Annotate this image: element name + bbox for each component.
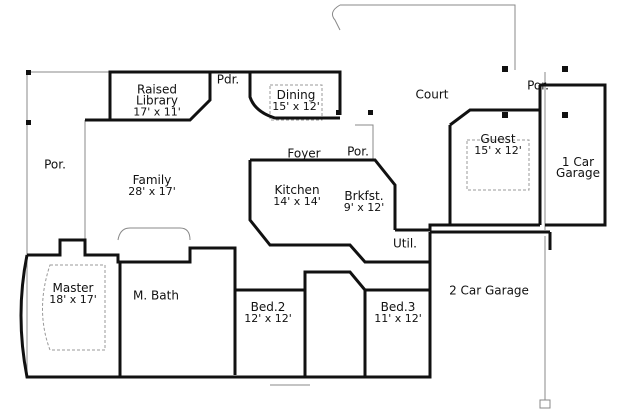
room-label-foyer: Foyer: [287, 146, 321, 161]
room-name: Brkfst.: [344, 189, 384, 203]
room-dims: 9' x 12': [343, 201, 385, 214]
room-label-bed2: Bed.2 12' x 12': [244, 300, 292, 325]
room-name: 1 Car: [561, 155, 595, 169]
room-label-master-bath: M. Bath: [133, 288, 179, 303]
room-name: Dining: [276, 88, 316, 102]
walls: [19, 70, 607, 379]
room-name: Raised: [136, 82, 178, 97]
room-label-kitchen: Kitchen 14' x 14': [273, 183, 321, 208]
room-name: Kitchen: [274, 183, 320, 197]
room-label-garage1: 1 Car Garage: [556, 155, 600, 180]
room-label-powder: Pdr.: [216, 72, 240, 87]
room-label-library: Raised Library 17' x 11': [133, 82, 181, 119]
room-label-breakfast: Brkfst. 9' x 12': [343, 189, 385, 214]
room-dims: 12' x 12': [244, 312, 292, 325]
room-dims: 15' x 12': [272, 100, 320, 113]
room-label-guest: Guest 15' x 12': [474, 132, 522, 157]
columns: [26, 66, 568, 125]
room-dims: 14' x 14': [273, 195, 321, 208]
room-name: Master: [52, 281, 94, 295]
room-dims: 15' x 12': [474, 144, 522, 157]
room-label-court: Court: [415, 87, 449, 102]
room-label-garage2: 2 Car Garage: [449, 283, 529, 298]
room-name: Library: [136, 93, 178, 108]
room-label-family: Family 28' x 17': [128, 173, 176, 198]
room-dims: 11' x 12': [374, 312, 422, 325]
ceiling-lines: [42, 84, 530, 351]
room-name: Garage: [556, 166, 600, 180]
room-label-porch-right: Por.: [527, 78, 549, 93]
room-name: Bed.2: [250, 300, 286, 314]
room-label-utility: Util.: [393, 236, 417, 251]
room-dims: 17' x 11': [133, 105, 181, 119]
room-label-dining: Dining 15' x 12': [272, 88, 320, 113]
room-dims: 28' x 17': [128, 185, 176, 198]
room-name: Bed.3: [380, 300, 416, 314]
thin-lines: [26, 4, 551, 409]
room-dims: 18' x 17': [49, 293, 97, 306]
room-label-porch-left: Por.: [44, 157, 66, 172]
room-label-porch-front: Por.: [347, 144, 369, 159]
room-label-master: Master 18' x 17': [49, 281, 97, 306]
room-name: Family: [132, 173, 172, 187]
room-label-bed3: Bed.3 11' x 12': [374, 300, 422, 325]
room-name: Guest: [480, 132, 516, 146]
